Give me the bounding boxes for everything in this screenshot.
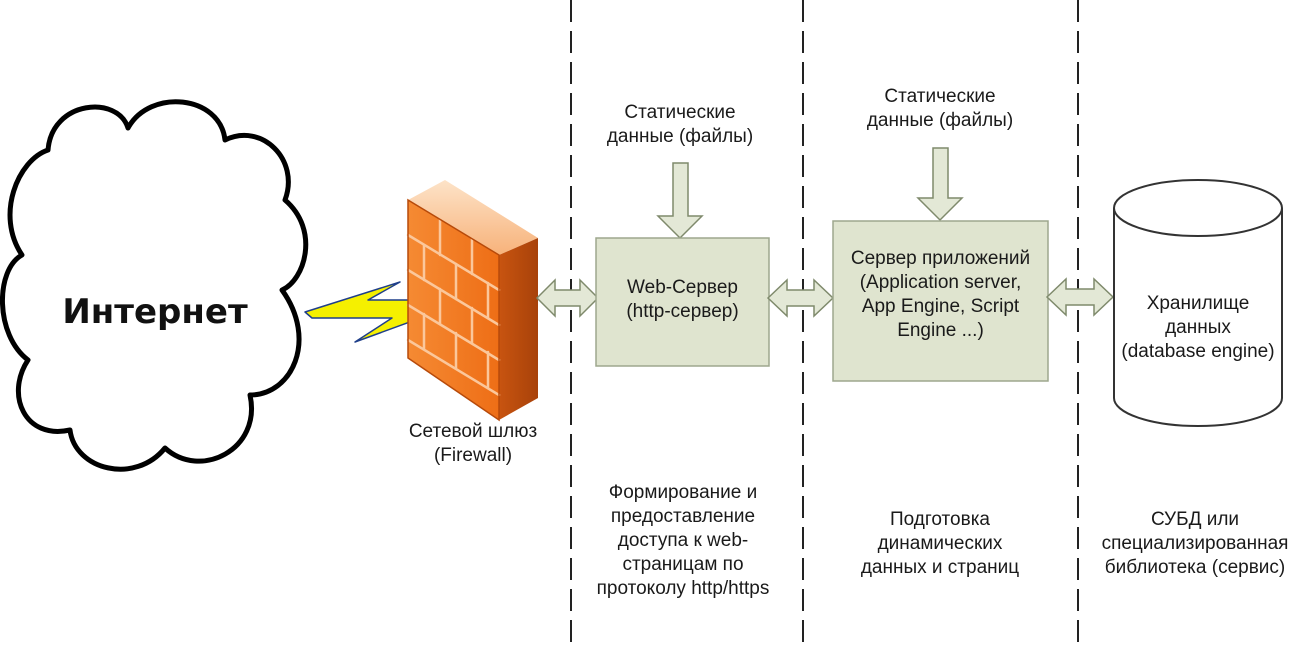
- firewall-icon: [406, 180, 538, 422]
- web-server-box: [595, 237, 770, 367]
- storage-label: Хранилище данных (database engine): [1121, 293, 1275, 362]
- web-static-data-label: Статические данные (файлы): [606, 102, 754, 147]
- app-server-description: Подготовка динамических данных и страниц: [860, 509, 1020, 578]
- internet-label: Интернет: [62, 292, 248, 332]
- double-arrow-icon: [766, 278, 835, 318]
- firewall-label: Сетевой шлюз (Firewall): [408, 421, 538, 466]
- down-arrow-icon: [916, 147, 964, 222]
- storage-description: СУБД или специализированная библиотека (…: [1101, 509, 1289, 578]
- database-cylinder-icon: [1113, 179, 1283, 427]
- web-server-description: Формирование и предоставление доступа к …: [596, 482, 770, 599]
- tier-separators: [570, 0, 1079, 648]
- down-arrow-icon: [656, 162, 704, 240]
- internet-cloud-icon: [0, 99, 309, 472]
- app-server-label: Сервер приложений (Application server, A…: [850, 248, 1031, 341]
- web-server-label: Web-Сервер (http-сервер): [626, 277, 739, 322]
- app-static-data-label: Статические данные (файлы): [866, 86, 1014, 131]
- double-arrow-icon: [1045, 277, 1115, 317]
- double-arrow-icon: [535, 278, 600, 318]
- app-server-box: [832, 220, 1049, 382]
